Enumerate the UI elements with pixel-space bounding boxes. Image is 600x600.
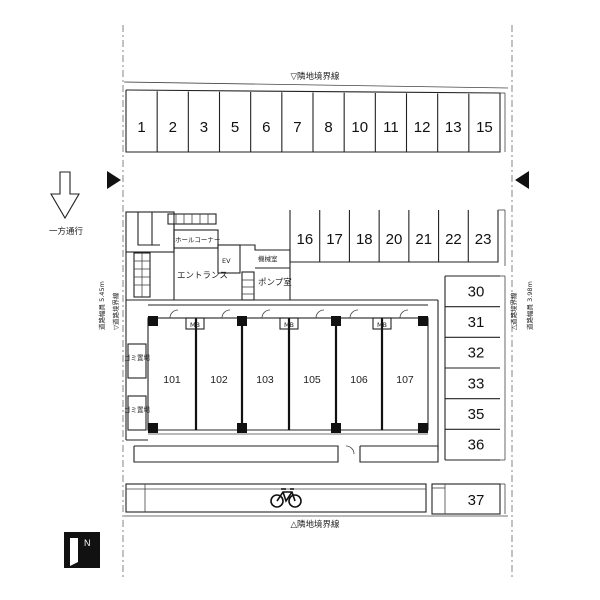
unit-106: 106 — [350, 374, 368, 386]
mb-label-2: MB — [284, 321, 294, 329]
ev-label: EV — [222, 257, 231, 265]
building — [125, 211, 439, 463]
parking-space-37: 37 — [468, 492, 485, 509]
entry-marker-right — [515, 171, 529, 189]
pump-room-label: ポンプ室 — [258, 277, 292, 288]
parking-space-32: 32 — [468, 345, 485, 362]
down-arrow-icon — [50, 171, 80, 220]
north-arrow-icon: N — [64, 532, 100, 568]
bicycle-parking — [125, 483, 506, 515]
parking-space-6: 6 — [262, 119, 270, 136]
parking-space-17: 17 — [326, 231, 343, 248]
parking-space-21: 21 — [415, 231, 432, 248]
one-way-label: 一方通行 — [49, 226, 84, 237]
road-right-width-label: 道路幅員 3.98m — [525, 281, 534, 330]
boundary-top-line — [123, 81, 509, 89]
unit-105: 105 — [303, 374, 321, 386]
entry-marker-left — [107, 171, 121, 189]
parking-space-1: 1 — [137, 119, 145, 136]
entrance-label: エントランス — [177, 271, 228, 281]
road-left-width-label: 道路幅員 5.45m — [97, 281, 106, 330]
parking-space-18: 18 — [356, 231, 373, 248]
machine-room-label: 機械室 — [258, 254, 278, 263]
parking-space-7: 7 — [293, 119, 301, 136]
hall-corner-label: ホールコーナー — [175, 236, 220, 244]
garbage-room-label-2: ゴミ置場 — [124, 405, 151, 414]
parking-space-11: 11 — [383, 119, 399, 136]
unit-101: 101 — [163, 374, 181, 386]
parking-space-33: 33 — [468, 375, 485, 392]
parking-space-22: 22 — [445, 231, 462, 248]
parking-space-12: 12 — [414, 119, 431, 136]
road-right-boundary-label: △道路境界線 — [509, 292, 518, 330]
garbage-room-label-1: ゴミ置場 — [124, 353, 151, 362]
bicycle-icon — [270, 488, 302, 508]
parking-row-middle — [289, 209, 506, 266]
parking-space-10: 10 — [351, 119, 368, 136]
boundary-bottom-label: △隣地境界線 — [290, 519, 340, 530]
parking-space-23: 23 — [475, 231, 492, 248]
unit-103: 103 — [256, 374, 274, 386]
parking-space-30: 30 — [468, 283, 485, 300]
parking-space-3: 3 — [200, 119, 208, 136]
parking-space-8: 8 — [324, 119, 332, 136]
parking-space-5: 5 — [231, 119, 239, 136]
parking-space-36: 36 — [468, 437, 485, 454]
unit-102: 102 — [210, 374, 228, 386]
parking-space-15: 15 — [476, 119, 493, 136]
parking-space-16: 16 — [297, 231, 314, 248]
parking-space-35: 35 — [468, 406, 485, 423]
mb-label-3: MB — [377, 321, 387, 329]
parking-space-13: 13 — [445, 119, 462, 136]
parking-space-2: 2 — [169, 119, 177, 136]
north-label: N — [84, 538, 91, 548]
unit-107: 107 — [396, 374, 414, 386]
mb-label-1: MB — [190, 321, 200, 329]
parking-space-31: 31 — [468, 314, 485, 331]
road-left-boundary-label: ▽道路境界線 — [111, 292, 120, 330]
parking-space-20: 20 — [386, 231, 403, 248]
boundary-top-label: ▽隣地境界線 — [290, 71, 340, 82]
